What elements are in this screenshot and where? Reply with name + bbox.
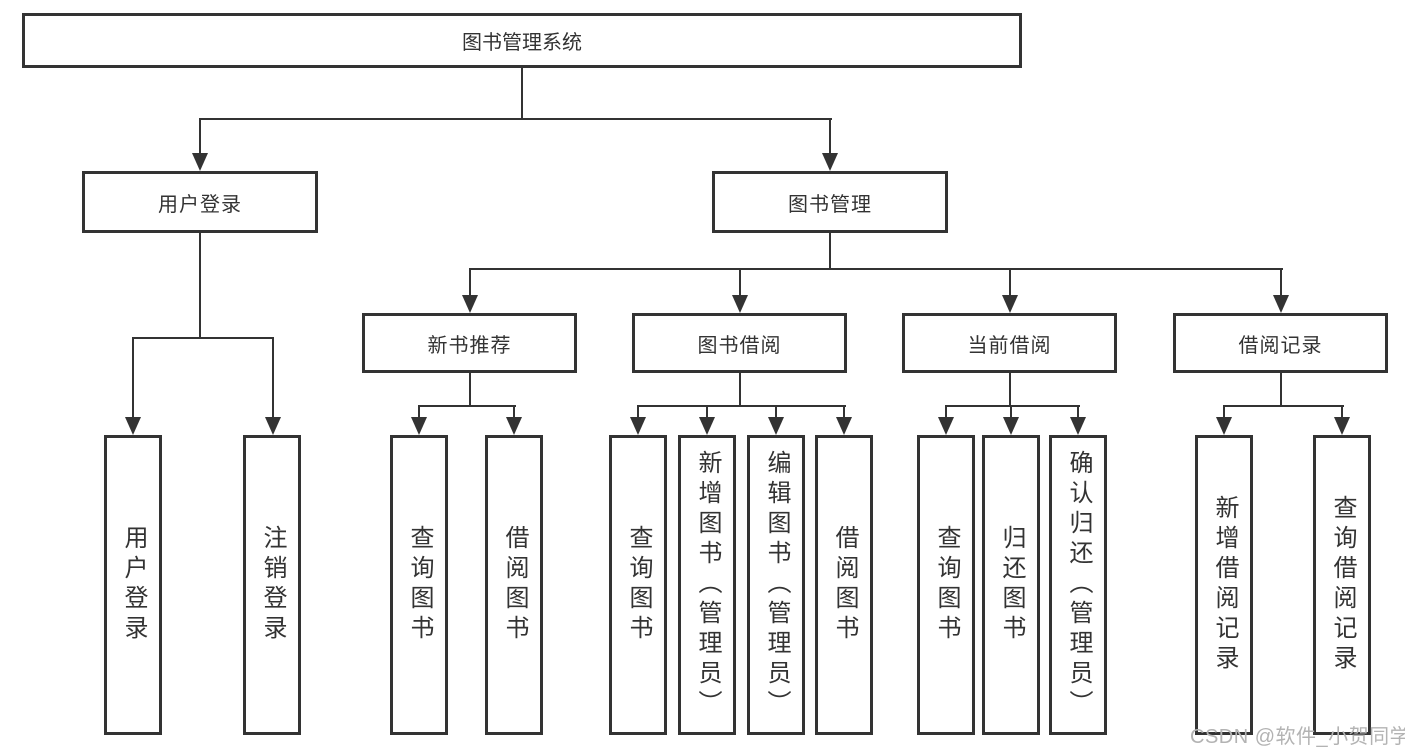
- connector-line: [1010, 405, 1012, 417]
- connector-line: [132, 337, 274, 339]
- connector-line: [132, 337, 134, 417]
- arrow-down-icon: [192, 153, 208, 171]
- connector-line: [843, 405, 845, 417]
- connector-line: [521, 68, 523, 119]
- connector-line: [706, 405, 708, 417]
- connector-line: [1280, 268, 1282, 295]
- arrow-down-icon: [1273, 295, 1289, 313]
- connector-line: [775, 405, 777, 417]
- leaf-node-label: 查询图书: [933, 525, 960, 645]
- connector-line: [739, 268, 741, 295]
- branch-node-user-login: 用户登录: [82, 171, 318, 233]
- leaf-node-add-books-admin: 新增图书（管理员）: [678, 435, 736, 735]
- module-node-label: 当前借阅: [967, 334, 1052, 357]
- leaf-node-label: 归还图书: [998, 525, 1025, 645]
- leaf-node-label: 用户登录: [120, 525, 147, 645]
- leaf-node-query-books-borrow: 查询图书: [609, 435, 667, 735]
- leaf-node-confirm-return-admin: 确认归还（管理员）: [1049, 435, 1107, 735]
- arrow-down-icon: [822, 153, 838, 171]
- root-node-label: 图书管理系统: [462, 32, 582, 54]
- arrow-down-icon: [938, 417, 954, 435]
- arrow-down-icon: [699, 417, 715, 435]
- module-node-label: 借阅记录: [1238, 334, 1323, 357]
- connector-line: [469, 373, 471, 407]
- arrow-down-icon: [125, 417, 141, 435]
- connector-line: [513, 405, 515, 417]
- connector-line: [1077, 405, 1079, 417]
- leaf-node-query-books-recommend: 查询图书: [390, 435, 448, 735]
- connector-line: [199, 118, 832, 120]
- leaf-node-label: 新增图书（管理员）: [694, 450, 721, 720]
- leaf-node-query-books-current: 查询图书: [917, 435, 975, 735]
- module-node-label: 新书推荐: [427, 334, 512, 357]
- connector-line: [1009, 268, 1011, 295]
- leaf-node-borrow-books: 借阅图书: [815, 435, 873, 735]
- leaf-node-logout: 注销登录: [243, 435, 301, 735]
- arrow-down-icon: [768, 417, 784, 435]
- leaf-node-label: 借阅图书: [501, 525, 528, 645]
- connector-line: [469, 268, 471, 295]
- connector-line: [829, 118, 831, 154]
- csdn-watermark: CSDN @软件_小贺同学: [1190, 726, 1405, 747]
- connector-line: [1009, 373, 1011, 407]
- leaf-node-add-borrow-record: 新增借阅记录: [1195, 435, 1253, 735]
- connector-line: [829, 233, 831, 270]
- arrow-down-icon: [1003, 417, 1019, 435]
- arrow-down-icon: [1002, 295, 1018, 313]
- leaf-node-edit-books-admin: 编辑图书（管理员）: [747, 435, 805, 735]
- root-node-library-system: 图书管理系统: [22, 13, 1022, 68]
- leaf-node-label: 借阅图书: [831, 525, 858, 645]
- leaf-node-label: 查询图书: [406, 525, 433, 645]
- connector-line: [945, 405, 947, 417]
- connector-line: [199, 118, 201, 154]
- leaf-node-label: 编辑图书（管理员）: [763, 450, 790, 720]
- connector-line: [272, 337, 274, 417]
- module-node-current-borrow: 当前借阅: [902, 313, 1117, 373]
- arrow-down-icon: [411, 417, 427, 435]
- connector-line: [1280, 373, 1282, 407]
- arrow-down-icon: [1070, 417, 1086, 435]
- leaf-node-label: 确认归还（管理员）: [1065, 450, 1092, 720]
- branch-node-book-management: 图书管理: [712, 171, 948, 233]
- leaf-node-return-books: 归还图书: [982, 435, 1040, 735]
- module-node-book-borrow: 图书借阅: [632, 313, 847, 373]
- connector-line: [739, 373, 741, 407]
- leaf-node-label: 查询图书: [625, 525, 652, 645]
- connector-line: [945, 405, 1080, 407]
- arrow-down-icon: [836, 417, 852, 435]
- leaf-node-borrow-books-recommend: 借阅图书: [485, 435, 543, 735]
- branch-node-label: 用户登录: [158, 193, 242, 216]
- module-node-borrow-record: 借阅记录: [1173, 313, 1388, 373]
- connector-line: [199, 233, 201, 339]
- connector-line: [637, 405, 846, 407]
- branch-node-label: 图书管理: [788, 193, 872, 216]
- leaf-node-label: 新增借阅记录: [1211, 495, 1238, 675]
- arrow-down-icon: [630, 417, 646, 435]
- module-node-label: 图书借阅: [697, 334, 782, 357]
- arrow-down-icon: [1334, 417, 1350, 435]
- connector-line: [1341, 405, 1343, 417]
- leaf-node-label: 注销登录: [259, 525, 286, 645]
- leaf-node-query-borrow-record: 查询借阅记录: [1313, 435, 1371, 735]
- module-node-new-book-recommend: 新书推荐: [362, 313, 577, 373]
- leaf-node-user-login: 用户登录: [104, 435, 162, 735]
- connector-line: [418, 405, 420, 417]
- arrow-down-icon: [506, 417, 522, 435]
- connector-line: [418, 405, 516, 407]
- arrow-down-icon: [732, 295, 748, 313]
- connector-line: [1223, 405, 1225, 417]
- connector-line: [1223, 405, 1344, 407]
- arrow-down-icon: [462, 295, 478, 313]
- arrow-down-icon: [1216, 417, 1232, 435]
- arrow-down-icon: [265, 417, 281, 435]
- connector-line: [637, 405, 639, 417]
- leaf-node-label: 查询借阅记录: [1329, 495, 1356, 675]
- connector-line: [469, 268, 1283, 270]
